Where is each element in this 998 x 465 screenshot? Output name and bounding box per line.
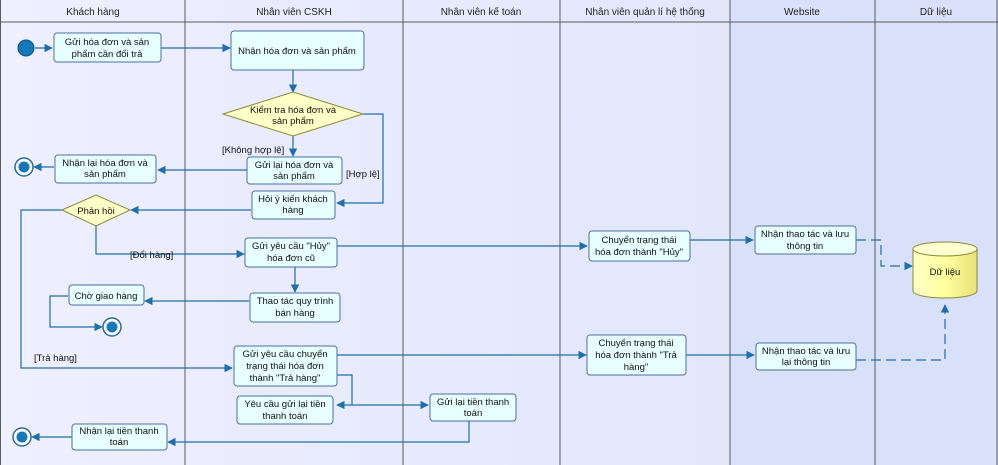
end-node-3 bbox=[12, 427, 32, 447]
end-node-2 bbox=[102, 317, 122, 337]
activity-receive-ops-1-line2: thông tin bbox=[787, 241, 823, 252]
decision-check-line2: sản phẩm bbox=[272, 116, 314, 127]
activity-return-invoice-line1: Gửi lại hóa đơn và bbox=[255, 160, 334, 171]
start-node bbox=[17, 39, 35, 57]
activity-send-invoice-line2: phẩm cần đổi trả bbox=[72, 49, 143, 60]
activity-sales-process[interactable]: Thao tác quy trình bán hàng bbox=[249, 292, 341, 323]
datastore-cylinder[interactable]: Dữ liệu bbox=[912, 241, 978, 299]
activity-return-invoice[interactable]: Gửi lại hóa đơn và sản phẩm bbox=[246, 156, 343, 185]
activity-request-refund-line2: thanh toán bbox=[263, 411, 308, 422]
activity-send-refund-line2: toán bbox=[464, 408, 483, 419]
activity-send-cancel-line1: Gửi yêu cầu "Hủy" bbox=[252, 241, 330, 252]
activity-send-cancel[interactable]: Gửi yêu cầu "Hủy" hóa đơn cũ bbox=[244, 237, 338, 268]
guard-valid: [Hợp lệ] bbox=[346, 169, 380, 180]
activity-return-invoice-line2: sản phẩm bbox=[273, 171, 315, 182]
activity-receive-refund[interactable]: Nhận lại tiền thanh toán bbox=[71, 423, 168, 451]
lane-header-data: Dữ liệu bbox=[920, 7, 952, 18]
decision-feedback[interactable]: Phản hồi bbox=[60, 194, 132, 227]
activity-send-invoice-line1: Gửi hóa đơn và sản bbox=[65, 37, 149, 48]
datastore-label: Dữ liệu bbox=[930, 267, 961, 278]
activity-switch-cancel-line1: Chuyển trạng thái bbox=[602, 235, 677, 246]
activity-receive-ops-2-line2: lại thông tin bbox=[782, 357, 831, 368]
activity-receive-ops-1-line1: Nhận thao tác và lưu bbox=[761, 229, 849, 240]
guard-return: [Trả hàng] bbox=[34, 353, 77, 364]
end-node-1 bbox=[14, 157, 34, 177]
lane-header-accountant: Nhân viên kế toán bbox=[441, 6, 522, 18]
activity-switch-cancel[interactable]: Chuyển trạng thái hóa đơn thành "Hủy" bbox=[588, 230, 691, 262]
flow-check-valid bbox=[336, 113, 384, 208]
activity-receive-ops-2[interactable]: Nhận thao tác và lưu lại thông tin bbox=[755, 342, 857, 371]
activity-send-invoice[interactable]: Gửi hóa đơn và sản phẩm cần đổi trả bbox=[53, 32, 162, 63]
decision-check[interactable]: Kiểm tra hóa đơn và sản phẩm bbox=[221, 91, 365, 137]
flow-wait-end bbox=[49, 295, 103, 332]
activity-get-back-invoice-line1: Nhận lại hóa đơn và bbox=[62, 158, 148, 169]
decision-check-line1: Kiểm tra hóa đơn và bbox=[250, 105, 337, 116]
activity-receive-invoice-line1: Nhận hóa đơn và sản phẩm bbox=[238, 46, 356, 57]
activity-switch-return-line2: hóa đơn thành "Trả bbox=[595, 350, 677, 361]
activity-receive-ops-2-line1: Nhận thao tác và lưu bbox=[762, 346, 850, 357]
decision-feedback-label: Phản hồi bbox=[77, 206, 115, 217]
activity-send-switch-return-line2: trạng thái hóa đơn bbox=[246, 361, 324, 372]
data-flows bbox=[856, 239, 950, 361]
flow-feedback-exchange bbox=[95, 226, 245, 259]
flow-website1-datastore bbox=[856, 239, 913, 271]
flow-website2-datastore bbox=[856, 304, 950, 361]
activity-wait-delivery-line1: Chờ giao hàng bbox=[75, 291, 138, 302]
activity-switch-cancel-line2: hóa đơn thành "Hủy" bbox=[595, 247, 683, 258]
activity-receive-ops-1[interactable]: Nhận thao tác và lưu thông tin bbox=[754, 225, 857, 255]
activity-switch-return[interactable]: Chuyển trạng thái hóa đơn thành "Trả hàn… bbox=[586, 334, 687, 376]
activity-ask-opinion-line2: hàng bbox=[282, 205, 303, 216]
activity-sales-process-line1: Thao tác quy trình bbox=[257, 296, 334, 307]
activity-receive-invoice[interactable]: Nhận hóa đơn và sản phẩm bbox=[230, 30, 365, 71]
activities: Gửi hóa đơn và sản phẩm cần đổi trả Nhận… bbox=[53, 30, 857, 451]
guard-exchange: [Đổi hàng] bbox=[130, 250, 173, 261]
activity-send-switch-return-line3: thành "Trả hàng" bbox=[250, 373, 321, 384]
activity-send-switch-return-line1: Gửi yêu cầu chuyển bbox=[242, 349, 327, 360]
activity-sales-process-line2: bán hàng bbox=[275, 308, 315, 319]
lane-header-customer: Khách hàng bbox=[66, 7, 119, 18]
lane-header-website: Website bbox=[784, 7, 820, 18]
lane-header-cskh: Nhân viên CSKH bbox=[256, 7, 332, 18]
activity-send-refund[interactable]: Gửi lại tiền thanh toán bbox=[429, 393, 517, 422]
lane-headers: Khách hàng Nhân viên CSKH Nhân viên kế t… bbox=[66, 6, 952, 18]
activity-receive-refund-line2: toán bbox=[110, 437, 129, 448]
guard-invalid: [Không hợp lệ] bbox=[222, 145, 284, 156]
activity-get-back-invoice-line2: sản phẩm bbox=[84, 169, 126, 180]
activity-send-switch-return[interactable]: Gửi yêu cầu chuyển trạng thái hóa đơn th… bbox=[233, 345, 338, 387]
activity-switch-return-line3: hàng" bbox=[624, 362, 649, 373]
activity-ask-opinion-line1: Hỏi ý kiến khách bbox=[258, 194, 328, 205]
activity-receive-refund-line1: Nhận lại tiền thanh bbox=[79, 426, 158, 437]
flows bbox=[20, 43, 755, 447]
lane-header-sysadmin: Nhân viên quản lí hệ thống bbox=[585, 6, 705, 18]
activity-send-refund-line1: Gửi lại tiền thanh bbox=[437, 397, 509, 408]
flow-accountant-customer bbox=[167, 420, 470, 447]
flow-feedback-return bbox=[20, 209, 233, 373]
guard-labels: [Không hợp lệ] [Hợp lệ] [Đổi hàng] [Trả … bbox=[34, 145, 380, 364]
activity-request-refund[interactable]: Yêu cầu gửi lại tiền thanh toán bbox=[236, 395, 334, 425]
activity-wait-delivery[interactable]: Chờ giao hàng bbox=[68, 284, 145, 306]
activity-ask-opinion[interactable]: Hỏi ý kiến khách hàng bbox=[251, 190, 336, 220]
activity-switch-return-line1: Chuyển trạng thái bbox=[599, 338, 674, 349]
flow-sendswitch-refundreq bbox=[336, 374, 353, 410]
activity-send-cancel-line2: hóa đơn cũ bbox=[267, 253, 315, 264]
activity-get-back-invoice[interactable]: Nhận lại hóa đơn và sản phẩm bbox=[54, 154, 157, 184]
activity-request-refund-line1: Yêu cầu gửi lại tiền bbox=[244, 399, 325, 410]
